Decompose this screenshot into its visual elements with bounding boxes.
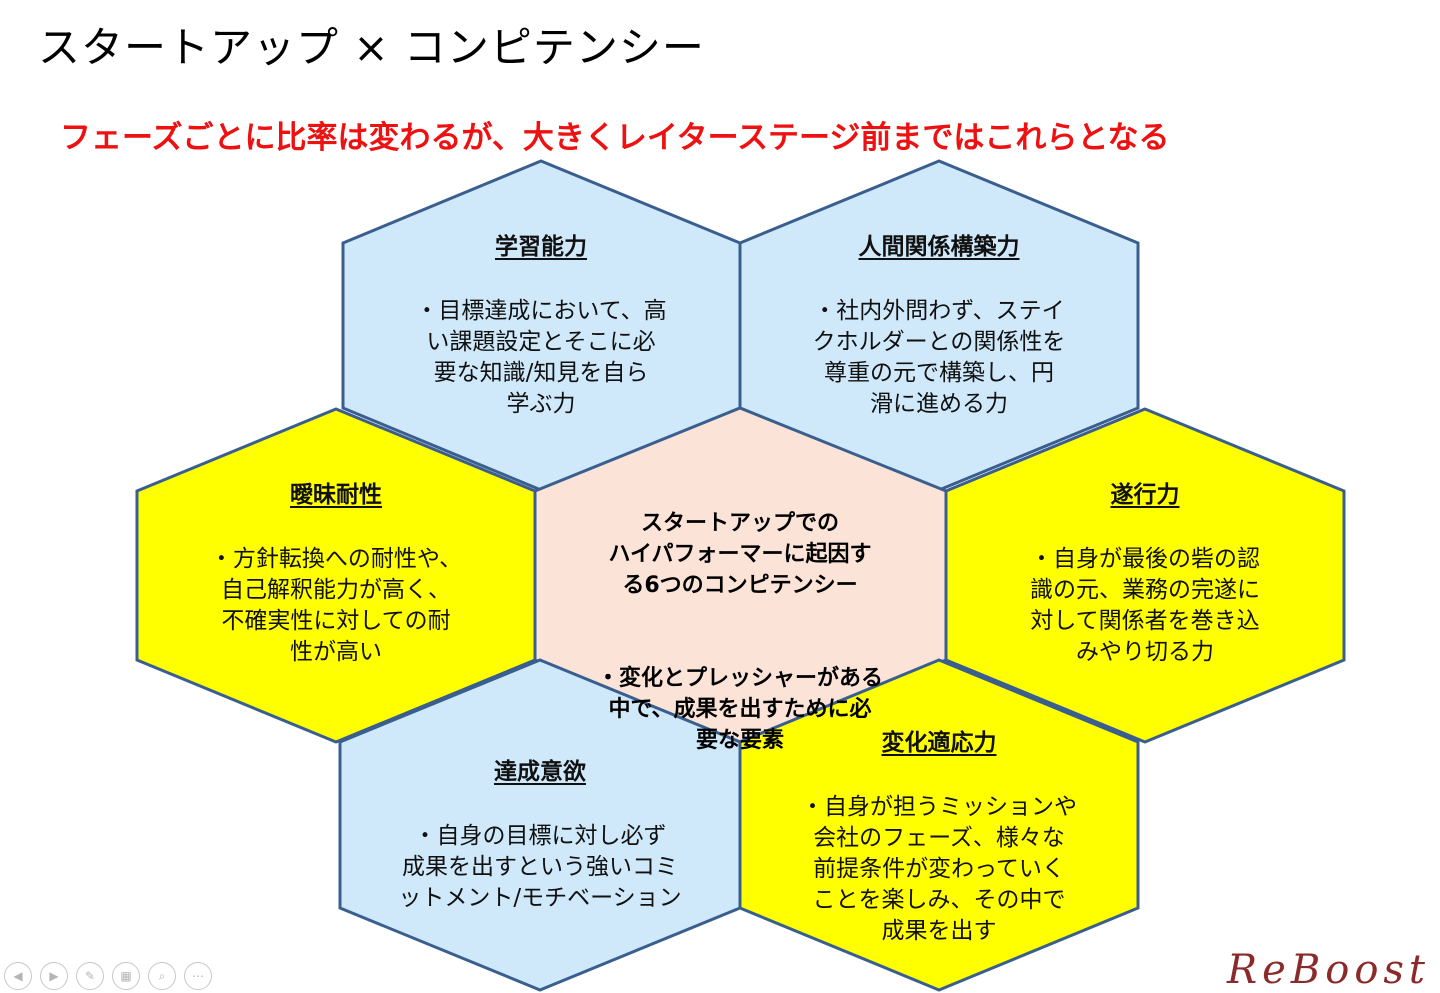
center-heading: スタートアップでの ハイパフォーマーに起因す る6つのコンピテンシー	[608, 511, 872, 598]
more-icon[interactable]: ⋯	[184, 962, 212, 990]
competency-title: 遂行力	[1110, 482, 1180, 508]
center-description: ・変化とプレッシャーがある 中で、成果を出すために必 要な要素	[596, 666, 883, 753]
center-summary: スタートアップでの ハイパフォーマーに起因す る6つのコンピテンシー ・変化とプ…	[580, 477, 900, 756]
slide-controls: ◀ ▶ ✎ ▦ ⌕ ⋯	[4, 962, 212, 990]
competency-relationship: 人間関係構築力 ・社内外問わず、ステイ クホルダーとの関係性を 尊重の元で構築し…	[789, 232, 1089, 420]
competency-title: 変化適応力	[881, 730, 997, 756]
competency-learning: 学習能力 ・目標達成において、高 い課題設定とそこに必 要な知識/知見を自ら 学…	[391, 232, 691, 420]
competency-adaptability: 変化適応力 ・自身が担うミッションや 会社のフェーズ、様々な 前提条件が変わって…	[789, 728, 1089, 947]
zoom-icon[interactable]: ⌕	[148, 962, 176, 990]
reboost-logo: ReBoost	[1227, 947, 1430, 993]
competency-description: ・目標達成において、高 い課題設定とそこに必 要な知識/知見を自ら 学ぶ力	[415, 298, 667, 417]
competency-description: ・方針転換への耐性や、 自己解釈能力が高く、 不確実性に対しての耐 性が高い	[209, 546, 463, 665]
prev-icon[interactable]: ◀	[4, 962, 32, 990]
hex-adaptability	[738, 658, 1140, 992]
competency-ambiguity: 曖昧耐性 ・方針転換への耐性や、 自己解釈能力が高く、 不確実性に対しての耐 性…	[186, 480, 486, 668]
competency-title: 曖昧耐性	[290, 482, 382, 508]
subtitle: フェーズごとに比率は変わるが、大きくレイターステージ前まではこれらとなる	[60, 120, 1170, 156]
competency-description: ・自身が担うミッションや 会社のフェーズ、様々な 前提条件が変わっていく ことを…	[801, 794, 1077, 944]
hex-execution	[944, 407, 1346, 744]
next-icon[interactable]: ▶	[40, 962, 68, 990]
competency-title: 達成意欲	[494, 759, 586, 785]
competency-achievement: 達成意欲 ・自身の目標に対し必ず 成果を出すという強いコミ ットメント/モチベー…	[390, 757, 690, 914]
competency-title: 人間関係構築力	[858, 234, 1020, 260]
competency-title: 学習能力	[495, 234, 587, 260]
competency-execution: 遂行力 ・自身が最後の砦の認 識の元、業務の完遂に 対して関係者を巻き込 みやり…	[995, 480, 1295, 668]
slides-icon[interactable]: ▦	[112, 962, 140, 990]
competency-description: ・自身が最後の砦の認 識の元、業務の完遂に 対して関係者を巻き込 みやり切る力	[1030, 546, 1260, 665]
pen-icon[interactable]: ✎	[76, 962, 104, 990]
page-title: スタートアップ × コンピテンシー	[38, 23, 705, 72]
competency-description: ・自身の目標に対し必ず 成果を出すという強いコミ ットメント/モチベーション	[398, 823, 682, 911]
competency-description: ・社内外問わず、ステイ クホルダーとの関係性を 尊重の元で構築し、円 滑に進める…	[812, 298, 1066, 417]
